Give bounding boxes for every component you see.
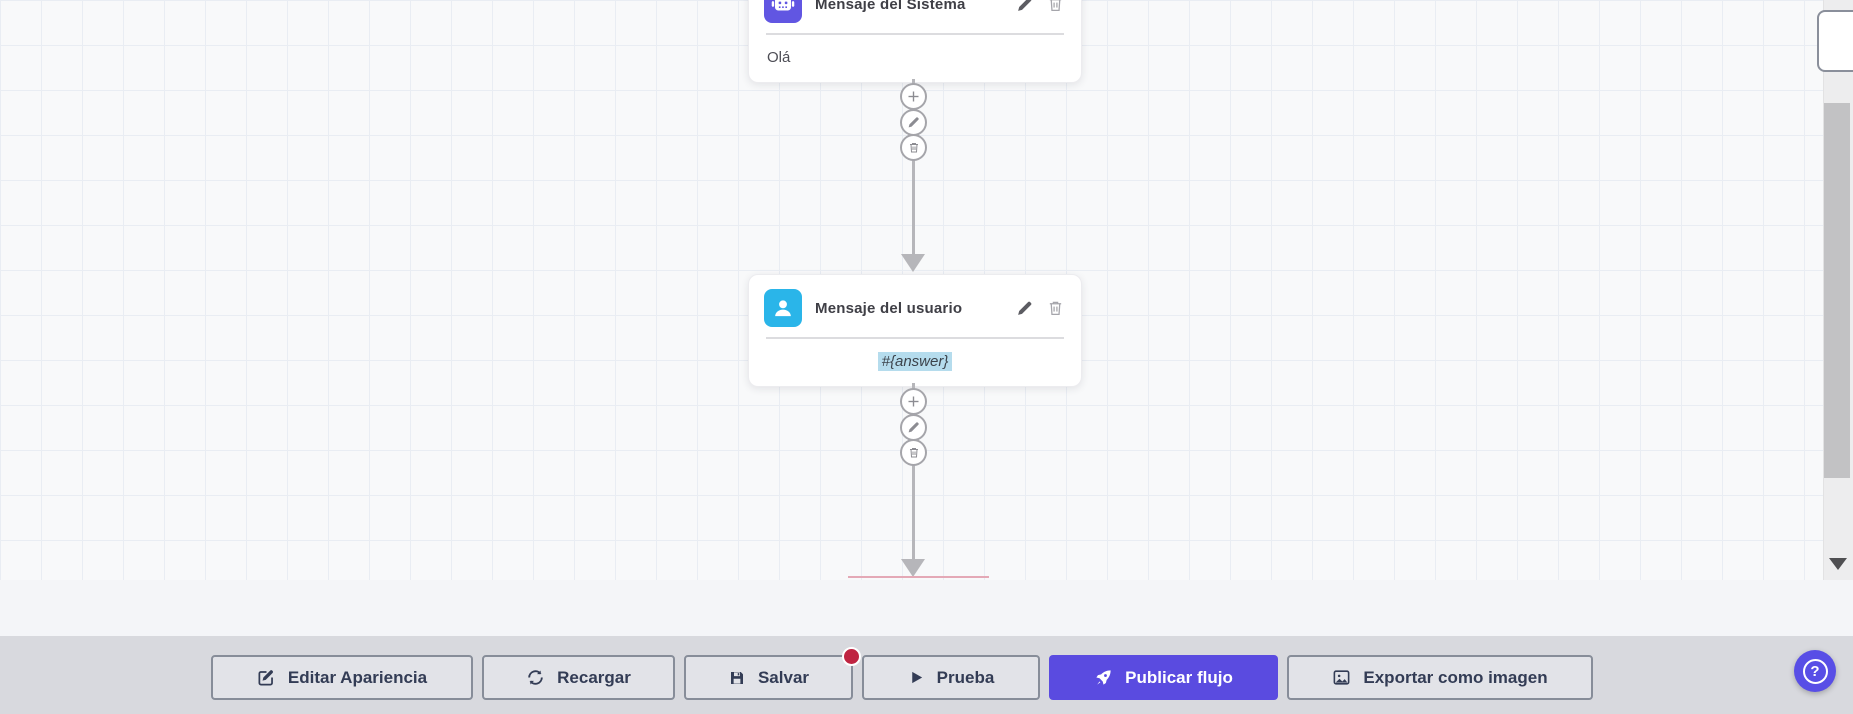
save-button[interactable]: Salvar [684, 647, 861, 700]
edit-square [258, 671, 273, 686]
button-label: Exportar como imagen [1363, 667, 1548, 687]
edit-icon[interactable] [900, 414, 927, 441]
flow-canvas[interactable]: Mensaje del Sistema Olá [0, 0, 1823, 580]
button-label: Recargar [557, 667, 631, 687]
node-header: Mensaje del usuario [749, 275, 1081, 327]
help-button[interactable]: ? [1794, 650, 1836, 692]
test-button[interactable]: Prueba [862, 655, 1040, 700]
edit-icon[interactable] [900, 109, 927, 136]
node-header: Mensaje del Sistema [749, 0, 1081, 23]
user-icon [764, 289, 802, 327]
button-label: Editar Apariencia [287, 667, 428, 687]
connector-arrowhead [901, 559, 925, 577]
button-label: Salvar [757, 667, 810, 687]
scrollbar-down-arrow-icon[interactable] [1829, 558, 1847, 570]
trash-icon[interactable] [1046, 299, 1064, 317]
edit-icon[interactable] [1015, 0, 1033, 13]
bottom-toolbar: Editar Apariencia Recargar Salvar [0, 636, 1853, 714]
canvas-footer-strip [0, 580, 1853, 636]
reload-button[interactable]: Recargar [482, 655, 675, 700]
node-divider [766, 337, 1064, 339]
trash-icon[interactable] [1046, 0, 1064, 13]
node-user-message[interactable]: Mensaje del usuario #{answer} [748, 274, 1082, 387]
node-system-message[interactable]: Mensaje del Sistema Olá [748, 0, 1082, 83]
connector-arrowhead [901, 254, 925, 272]
scrollbar-thumb[interactable] [1824, 103, 1850, 478]
node-body-text: #{answer} [749, 339, 1081, 386]
add-icon[interactable] [900, 83, 927, 110]
button-label: Publicar flujo [1125, 667, 1233, 687]
edit-appearance-button[interactable]: Editar Apariencia [211, 655, 473, 700]
node-title: Mensaje del Sistema [815, 0, 966, 13]
node-divider [766, 33, 1064, 35]
publish-flow-button[interactable]: Publicar flujo [1049, 655, 1278, 700]
connector-line [912, 383, 915, 559]
cropped-corner-panel [1817, 10, 1853, 72]
unsaved-changes-dot [842, 647, 861, 666]
connector-line [912, 79, 915, 255]
add-icon[interactable] [900, 388, 927, 415]
node-title: Mensaje del usuario [815, 299, 963, 317]
edit-icon[interactable] [1015, 299, 1033, 317]
variable-token: #{answer} [877, 352, 953, 371]
trash-icon[interactable] [900, 134, 927, 161]
question-mark-icon: ? [1802, 658, 1828, 684]
export-image-button[interactable]: Exportar como imagen [1287, 655, 1593, 700]
robot-icon [764, 0, 802, 23]
next-node-top-edge [848, 576, 989, 578]
rocket-body [1096, 670, 1111, 685]
node-body-text: Olá [767, 49, 791, 66]
button-label: Prueba [936, 667, 995, 687]
trash-icon[interactable] [900, 439, 927, 466]
